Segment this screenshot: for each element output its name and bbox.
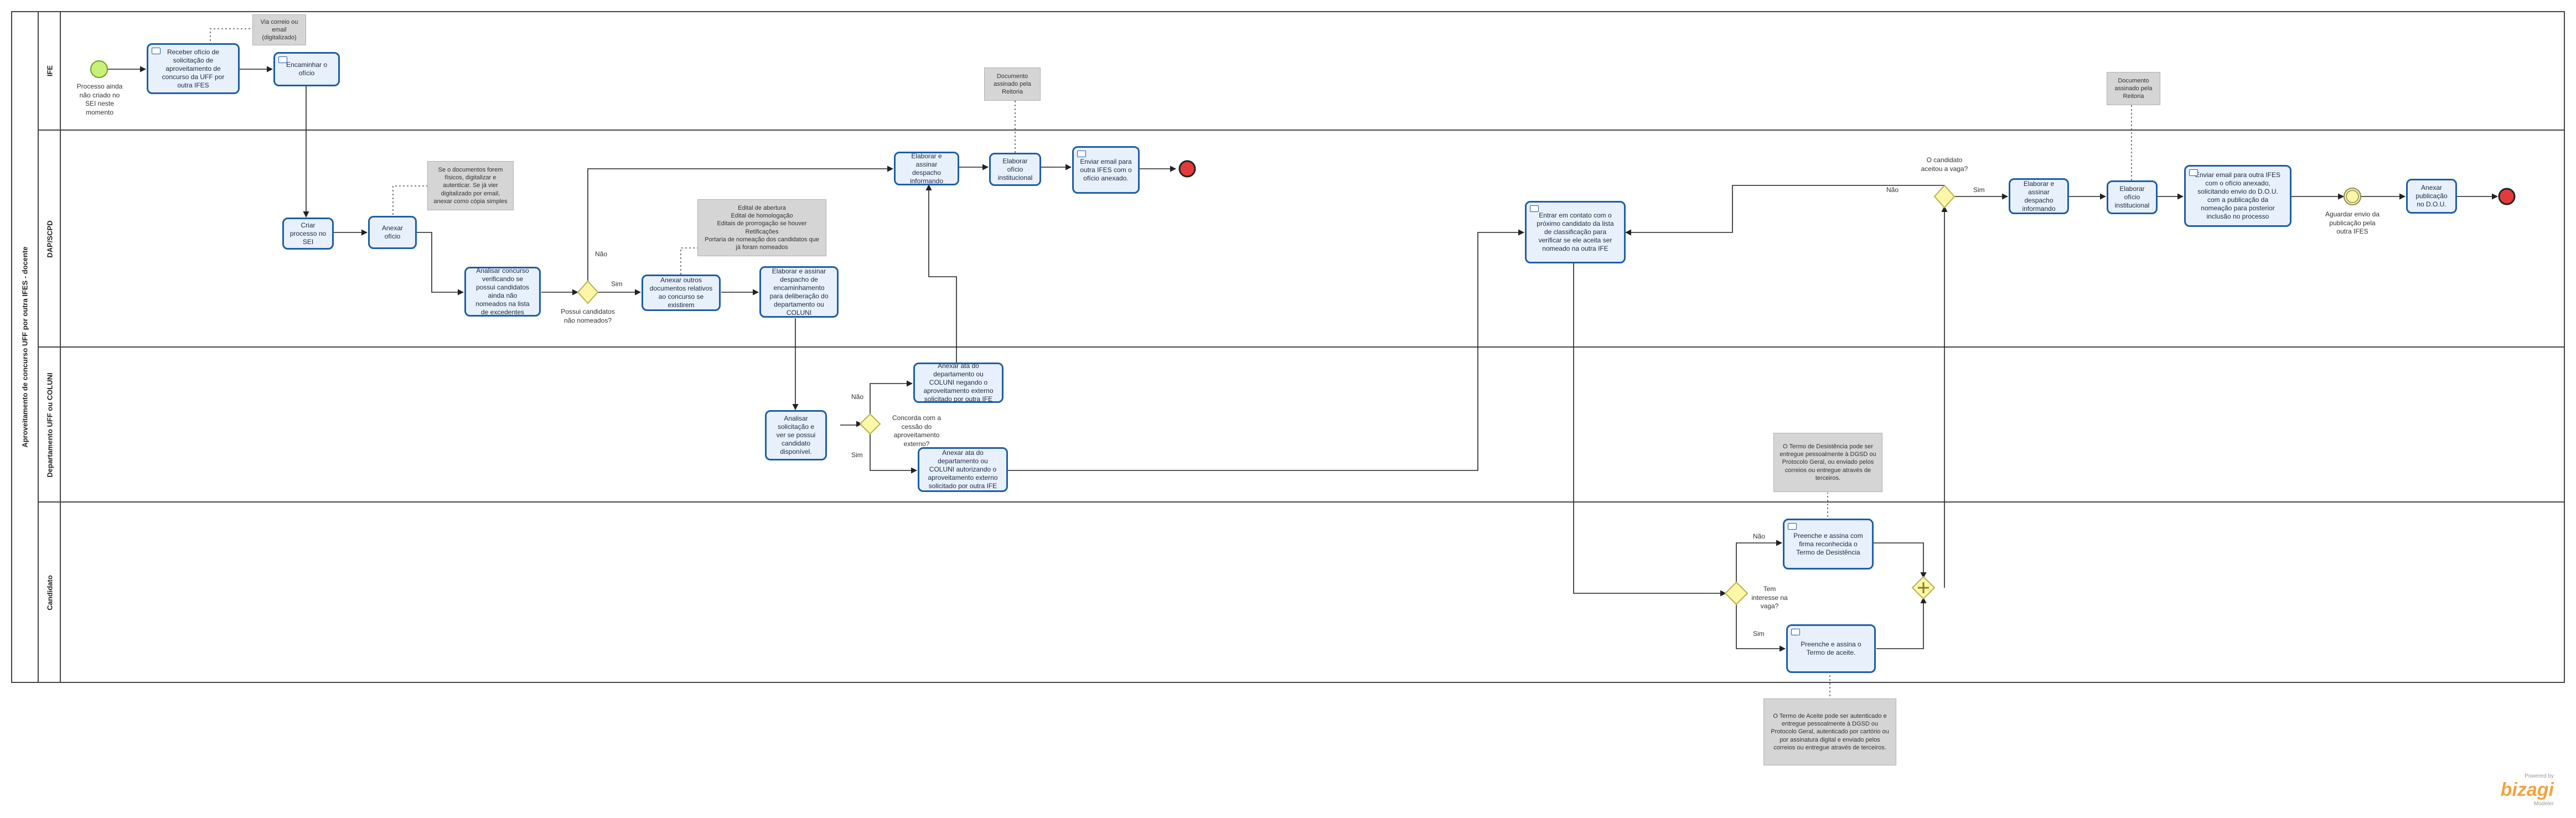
task-label: Elaborar e assinar despacho informando (909, 152, 944, 185)
task-label: Criar processo no SEI (289, 221, 327, 246)
flow-label-nao: Não (851, 393, 864, 401)
task-label: Elaborar ofício institucional (2114, 185, 2150, 209)
task-label: Anexar publicação no D.O.U. (2415, 184, 2448, 208)
task-elaborar-oficio-2[interactable]: Elaborar ofício institucional (2107, 180, 2158, 214)
user-task-icon (1791, 629, 1800, 635)
gateway-label-possui-candidatos: Possui candidatos não nomeados? (561, 308, 615, 324)
note-editais: Edital de abertura Edital de homologação… (697, 199, 826, 256)
lane-label-ife: IFE (39, 11, 61, 131)
flow-label-nao: Não (1753, 532, 1766, 540)
task-preencher-desistencia[interactable]: Preenche e assina com firma reconhecida … (1783, 519, 1874, 570)
task-entrar-contato[interactable]: Entrar em contato com o próximo candidat… (1525, 201, 1626, 263)
task-anexar-publicacao[interactable]: Anexar publicação no D.O.U. (2406, 179, 2457, 214)
start-event (90, 60, 108, 78)
note-documento-assinado-1: Documento assinado pela Reitoria (984, 68, 1041, 101)
lane-label-candidato: Candidato (39, 503, 61, 683)
note-termo-desistencia: O Termo de Desistência pode ser entregue… (1773, 433, 1882, 492)
flow-label-nao: Não (1886, 186, 1899, 194)
lane-departamento (39, 348, 2565, 503)
task-anexar-ata-autorizando[interactable]: Anexar ata do departamento ou COLUNI aut… (918, 447, 1008, 492)
task-anexar-documentos[interactable]: Anexar outros documentos relativos ao co… (642, 275, 721, 311)
task-preencher-aceite[interactable]: Preenche e assina o Termo de aceite. (1786, 624, 1876, 673)
gateway-aceitou (1933, 184, 1956, 209)
task-label: Enviar email para outra IFES com o ofíci… (1080, 157, 1132, 182)
note-documento-assinado-2: Documento assinado pela Reitoria (2107, 72, 2160, 105)
task-analisar-solicitacao[interactable]: Analisar solicitação e ver se possui can… (765, 410, 827, 460)
task-elaborar-despacho-encaminhamento[interactable]: Elaborar e assinar despacho de encaminha… (759, 266, 839, 318)
bizagi-watermark: Powered by bizagi Modeler (2501, 773, 2554, 807)
gateway-label-tem-interesse: Tem interesse na vaga? (1751, 585, 1788, 610)
flow-label-sim: Sim (1973, 186, 1985, 194)
task-label: Elaborar e assinar despacho de encaminha… (769, 267, 829, 317)
watermark-sub: Modeler (2533, 801, 2554, 807)
send-task-icon (278, 56, 287, 63)
note-via-correio: Via correio ou email (digitalizado) (252, 14, 306, 45)
gateway-label-concorda: Concorda com a cessão do aproveitamento … (892, 414, 942, 448)
watermark-brand: bizagi (2500, 779, 2554, 800)
task-criar-processo[interactable]: Criar processo no SEI (282, 218, 334, 250)
lane-dap-scpd (39, 131, 2565, 348)
end-event-2 (2498, 188, 2516, 205)
gateway-tem-interesse (1724, 581, 1749, 605)
pool-header: Aproveitamento de concurso UFF por outra… (11, 11, 39, 683)
task-label: Receber ofício de solicitação de aprovei… (162, 48, 225, 89)
task-label: Anexar ata do departamento ou COLUNI neg… (923, 362, 994, 403)
task-encaminhar-oficio[interactable]: Encaminhar o ofício (273, 52, 340, 86)
flow-label-nao: Não (595, 250, 608, 258)
task-enviar-email-1[interactable]: Enviar email para outra IFES com o ofíci… (1072, 146, 1140, 194)
note-documentos-fisicos: Se o documentos forem físicos, digitaliz… (427, 161, 514, 210)
task-elaborar-oficio-1[interactable]: Elaborar ofício institucional (989, 153, 1041, 186)
flow-label-sim: Sim (851, 451, 863, 459)
send-task-icon (1077, 151, 1086, 157)
task-label: Analisar solicitação e ver se possui can… (776, 415, 816, 455)
task-label: Elaborar e assinar despacho informando (2022, 179, 2056, 213)
timer-event-label: Aguardar envio da publicação pela outra … (2325, 210, 2380, 236)
task-receber-oficio[interactable]: Receber ofício de solicitação de aprovei… (147, 43, 240, 94)
task-elaborar-despacho-informando-1[interactable]: Elaborar e assinar despacho informando (894, 152, 959, 185)
task-label: Elaborar ofício institucional (997, 157, 1033, 182)
task-label: Enviar email para outra IFES com o ofíci… (2195, 171, 2281, 220)
task-label: Anexar ata do departamento ou COLUNI aut… (928, 449, 998, 490)
send-task-icon (1530, 205, 1539, 212)
task-label: Preenche e assina o Termo de aceite. (1801, 640, 1861, 656)
flow-label-sim: Sim (611, 280, 623, 288)
task-analisar-concurso[interactable]: Analisar concurso verificando se possui … (464, 267, 541, 317)
lane-ife (39, 11, 2565, 131)
task-label: Entrar em contato com o próximo candidat… (1537, 211, 1614, 252)
task-label: Analisar concurso verificando se possui … (475, 267, 530, 316)
note-termo-aceite: O Termo de Aceite pode ser autenticado e… (1763, 698, 1896, 765)
watermark-small: Powered by (2525, 773, 2554, 779)
task-anexar-ata-negando[interactable]: Anexar ata do departamento ou COLUNI neg… (913, 362, 1003, 403)
task-label: Encaminhar o ofício (286, 61, 328, 77)
start-event-label: Processo ainda não criado no SEI neste m… (76, 82, 123, 116)
task-label: Anexar ofício (381, 224, 404, 240)
gateway-possui-candidatos (577, 280, 599, 304)
task-anexar-oficio[interactable]: Anexar ofício (368, 216, 417, 249)
lane-label-dap: DAP/SCPD (39, 131, 61, 348)
gateway-label-aceitou: O candidato aceitou a vaga? (1921, 156, 1968, 173)
task-elaborar-despacho-informando-2[interactable]: Elaborar e assinar despacho informando (2009, 178, 2069, 214)
lane-label-departamento: Departamento UFF ou COLUNI (39, 348, 61, 503)
task-label: Anexar outros documentos relativos ao co… (649, 276, 713, 309)
end-event-1 (1178, 160, 1196, 178)
receive-task-icon (152, 48, 161, 54)
task-enviar-email-2[interactable]: Enviar email para outra IFES com o ofíci… (2184, 165, 2291, 227)
gateway-concorda (859, 413, 881, 435)
flow-label-sim: Sim (1753, 630, 1765, 638)
user-task-icon (1788, 523, 1797, 530)
send-task-icon (2189, 169, 2198, 176)
task-label: Preenche e assina com firma reconhecida … (1793, 531, 1863, 556)
